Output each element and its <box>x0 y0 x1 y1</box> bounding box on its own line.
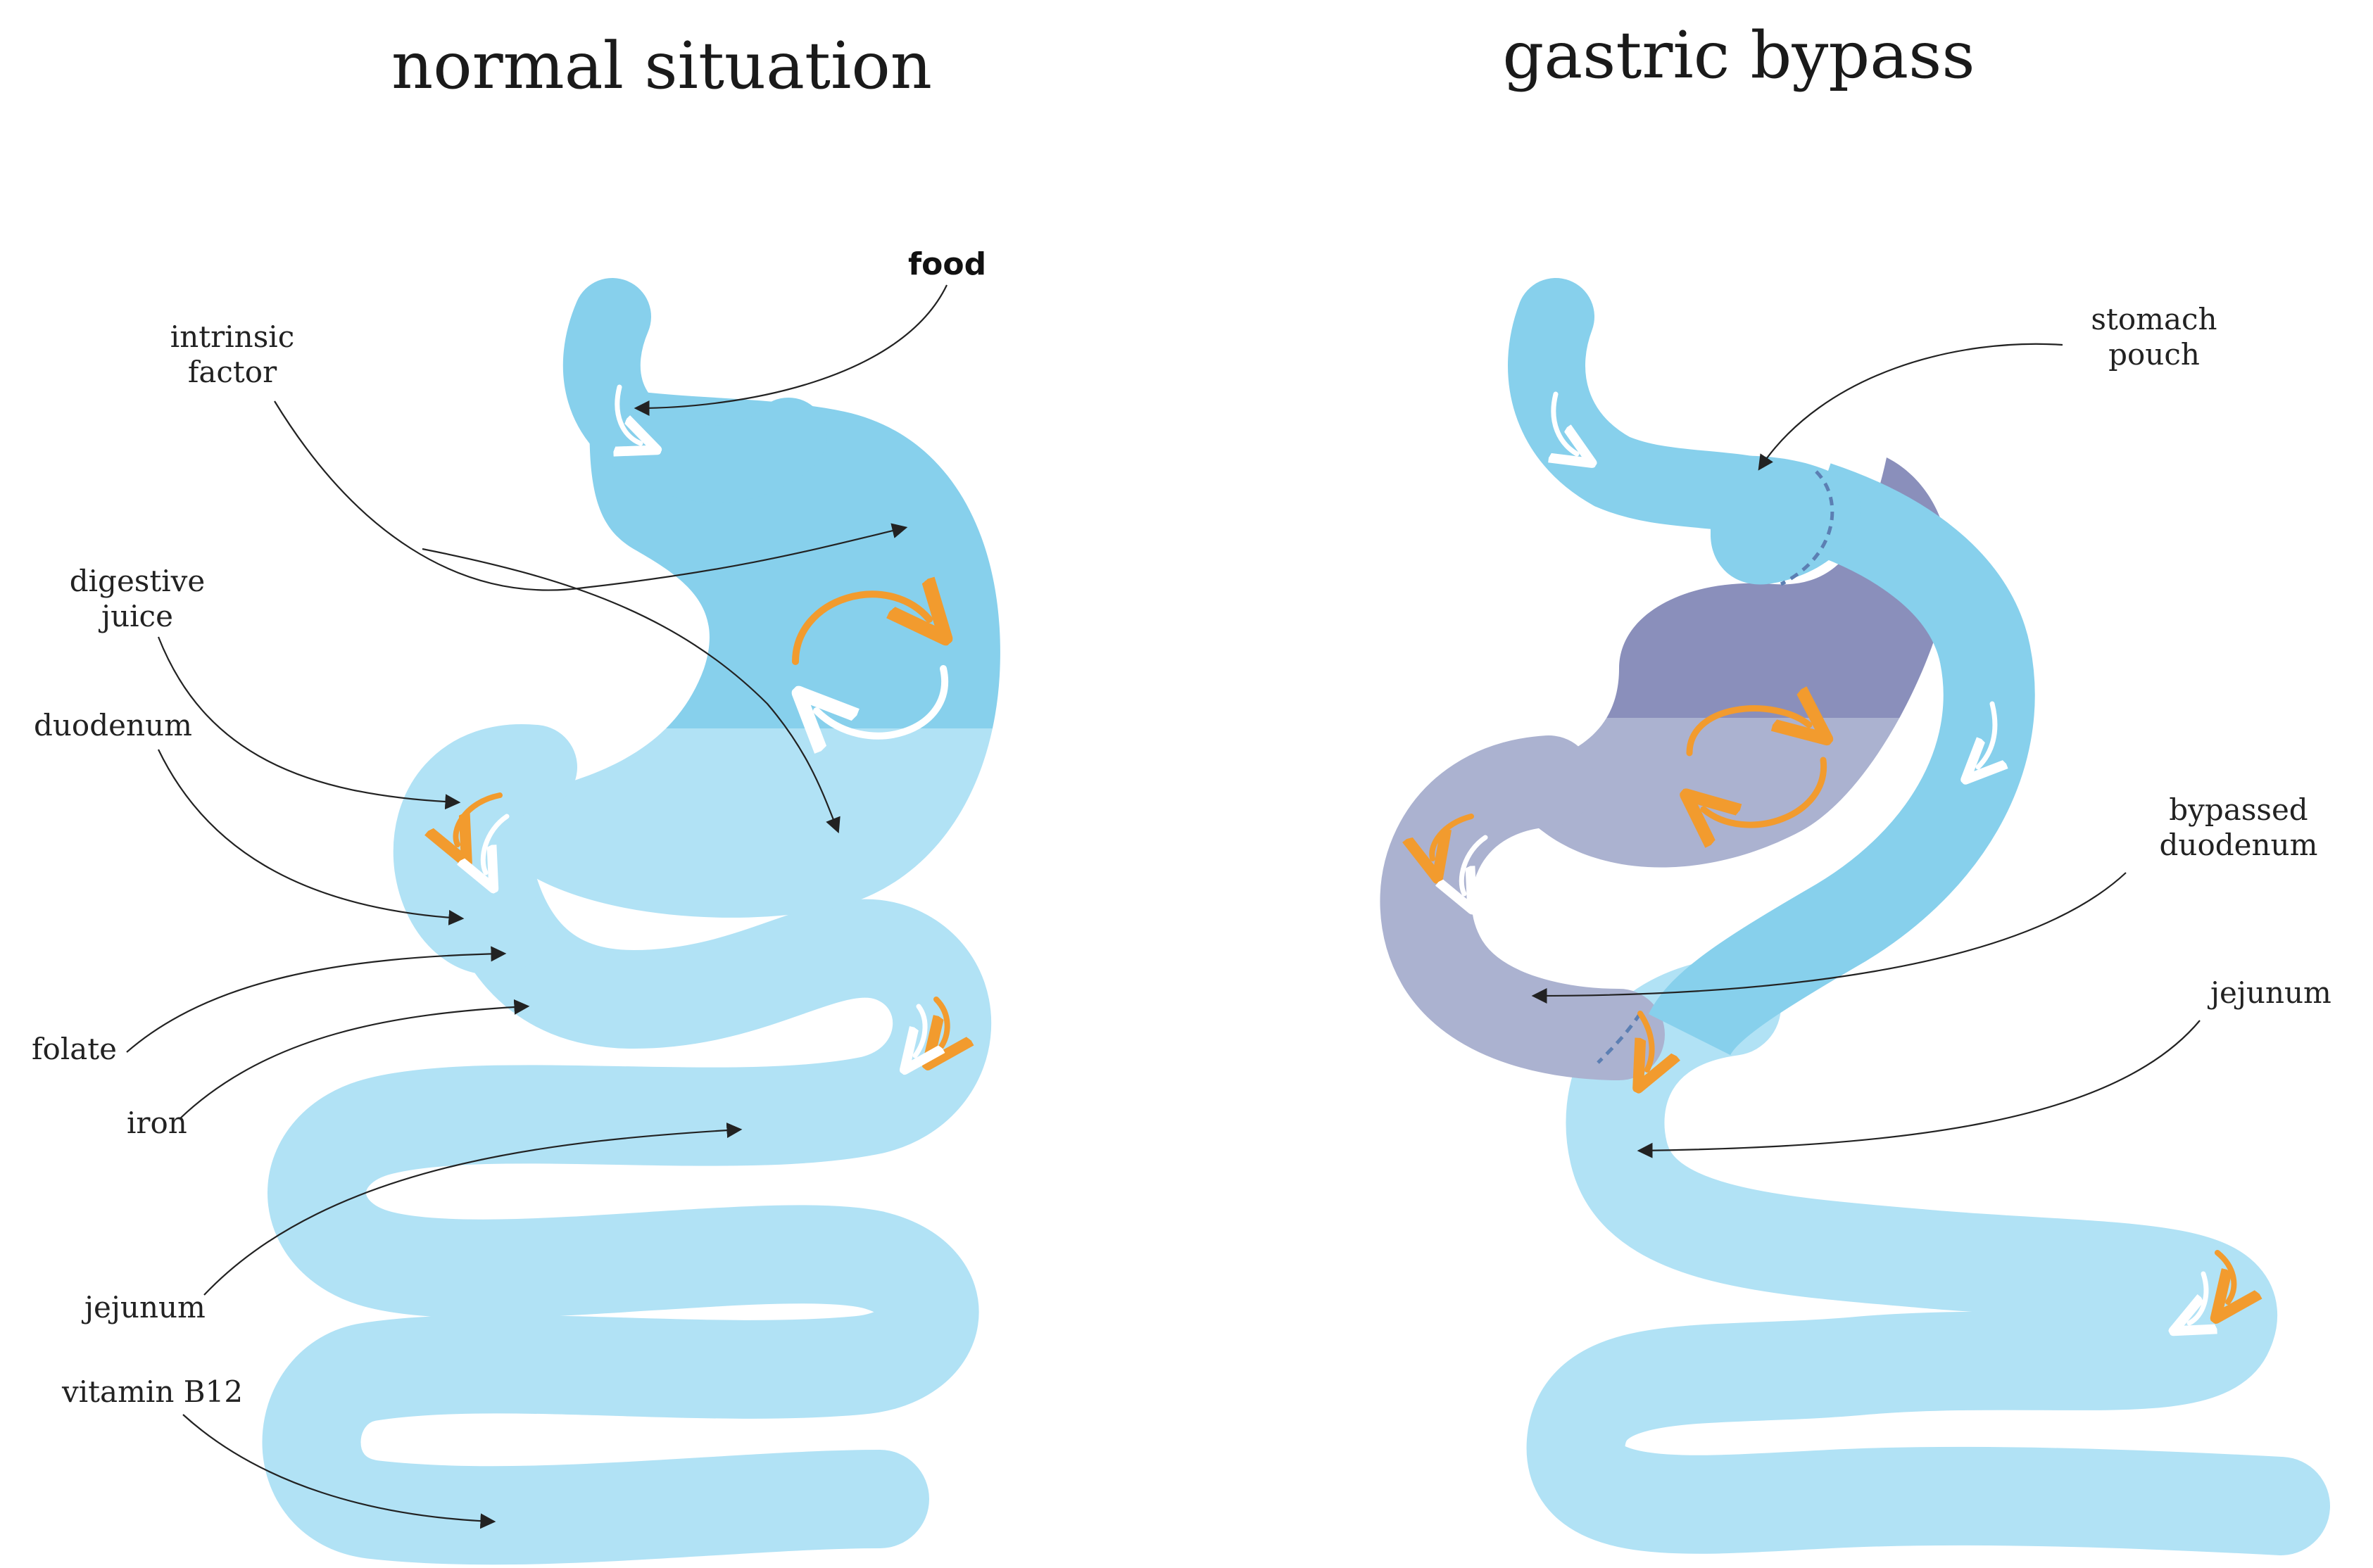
leader-iron <box>179 999 530 1120</box>
bypass-esophagus-white-arrow <box>1554 391 1577 454</box>
bypass-leader-lines <box>1531 343 2201 1158</box>
normal-esophagus-white-arrow <box>617 384 641 443</box>
title-gastric-bypass: gastric bypass <box>1502 18 1975 93</box>
label-stomach-pouch-line2: pouch <box>2108 337 2200 372</box>
leader-bypassed-duodenum <box>1531 872 2127 1004</box>
normal-leader-lines <box>126 284 948 1529</box>
normal-jejunum-white-arrow <box>915 1004 925 1056</box>
label-folate: folate <box>32 1032 117 1066</box>
bypass-jejunum-white-arrow <box>2189 1271 2206 1323</box>
normal-anatomy <box>262 278 1000 1565</box>
title-normal-situation: normal situation <box>391 28 932 103</box>
leader-food <box>634 284 948 416</box>
bypass-junction-orange-arrow <box>1640 1011 1652 1070</box>
bypass-duodenum-white-arrow <box>1461 835 1488 894</box>
normal-stomach-lower <box>498 728 993 918</box>
label-vitamin-b12: vitamin B12 <box>61 1374 243 1409</box>
normal-small-intestine <box>262 795 992 1565</box>
bypassed-duodenum-limb <box>1380 735 1665 1080</box>
anastomosis-staple-line <box>1597 1012 1642 1064</box>
label-bypassed-duodenum-line2: duodenum <box>2160 828 2318 862</box>
normal-stomach-white-arrow <box>817 665 948 736</box>
leader-jejunum-bypass <box>1637 1020 2201 1158</box>
pouch-staple-line <box>1780 470 1834 586</box>
leader-vitamin-b12 <box>182 1414 496 1529</box>
label-intrinsic-factor-line2: factor <box>188 355 277 389</box>
bypass-anatomy <box>1380 278 2330 1555</box>
leader-stomach-pouch <box>1758 343 2063 471</box>
leader-intrinsic-factor-b <box>422 548 841 834</box>
label-stomach-pouch-line1: stomach <box>2091 302 2217 336</box>
label-duodenum: duodenum <box>34 708 192 742</box>
leader-jejunum-normal <box>203 1123 743 1296</box>
normal-duodenum-white-arrow <box>483 814 510 873</box>
bypass-stomach-orange-arrow-top <box>1686 709 1809 757</box>
normal-stomach-orange-arrow <box>792 594 929 665</box>
bypass-roux-limb <box>1648 463 2035 1057</box>
label-intrinsic-factor-line1: intrinsic <box>170 320 294 354</box>
label-jejunum-bypass: jejunum <box>2207 975 2331 1010</box>
label-iron: iron <box>127 1106 187 1140</box>
leader-folate <box>126 946 507 1053</box>
bypass-jejunum <box>1526 957 2330 1555</box>
label-jejunum-normal: jejunum <box>81 1290 206 1324</box>
leader-duodenum <box>158 749 465 925</box>
leader-digestive-juice <box>157 636 461 810</box>
bypass-duodenum-orange-arrow <box>1432 814 1474 859</box>
label-digestive-juice-line1: digestive <box>70 564 206 598</box>
normal-esophagus <box>562 278 827 503</box>
label-digestive-juice-line2: juice <box>98 599 173 633</box>
label-bypassed-duodenum-line1: bypassed <box>2169 792 2308 827</box>
bypass-stomach-pouch-body <box>1711 455 1861 585</box>
bypass-roux-white-arrow <box>1978 701 1995 767</box>
normal-duodenum-orange-arrow <box>456 792 503 845</box>
bypassed-stomach-upper <box>1606 457 1949 718</box>
bypass-jejunum-orange-arrow <box>2217 1250 2234 1302</box>
label-food: food <box>908 246 986 282</box>
bypass-stomach-orange-arrow-bottom <box>1704 757 1827 825</box>
